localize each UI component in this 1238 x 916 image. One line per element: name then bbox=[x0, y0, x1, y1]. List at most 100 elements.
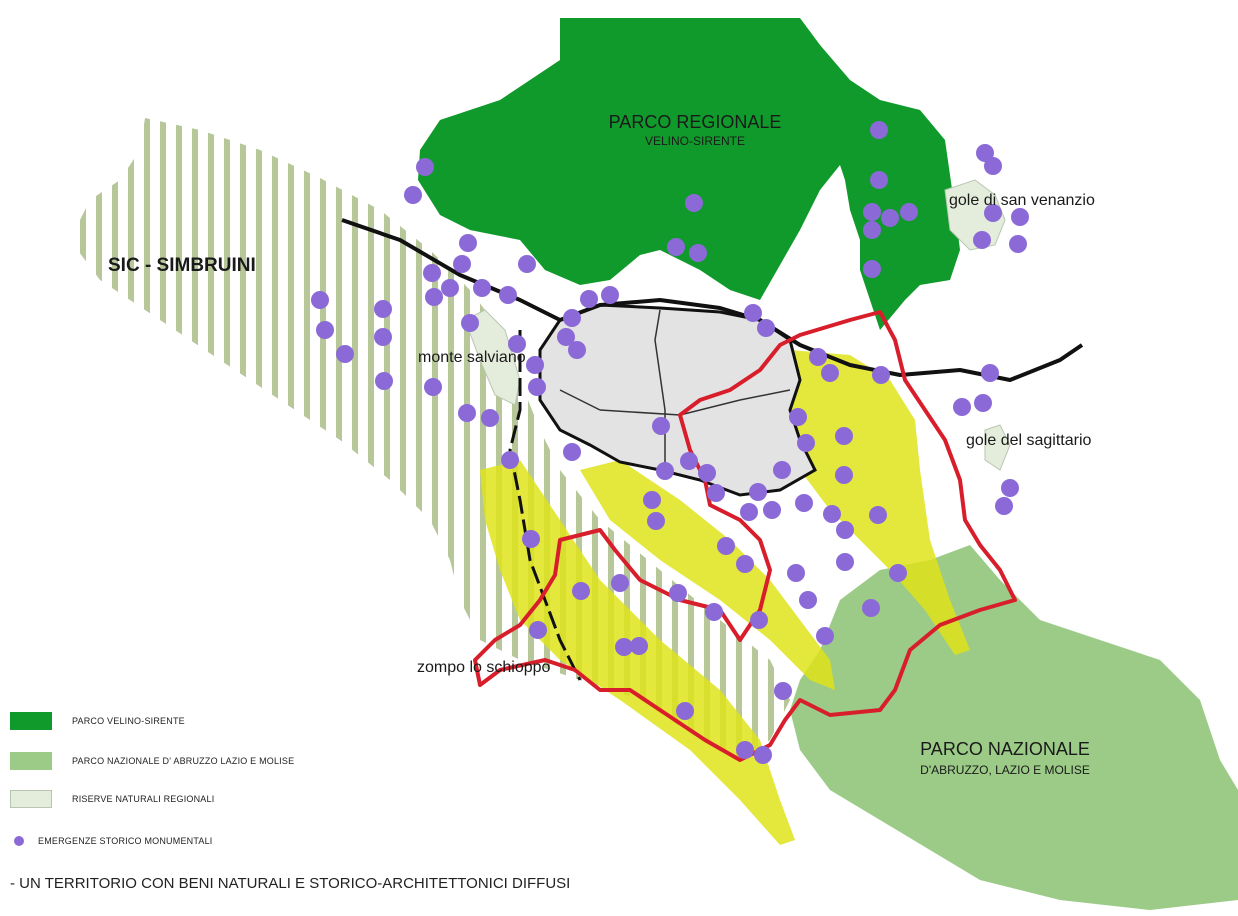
poi-dot bbox=[836, 553, 854, 571]
poi-dot bbox=[424, 378, 442, 396]
poi-dot bbox=[459, 234, 477, 252]
poi-dot bbox=[689, 244, 707, 262]
poi-dot bbox=[754, 746, 772, 764]
poi-dot bbox=[707, 484, 725, 502]
red-boundaries bbox=[473, 310, 1017, 762]
poi-dot bbox=[336, 345, 354, 363]
poi-dot bbox=[870, 121, 888, 139]
legend-label: EMERGENZE STORICO MONUMENTALI bbox=[38, 836, 213, 846]
poi-dot bbox=[750, 611, 768, 629]
poi-dot bbox=[1011, 208, 1029, 226]
poi-dot bbox=[572, 582, 590, 600]
yellow-zone-east bbox=[790, 350, 970, 655]
poi-dot bbox=[374, 328, 392, 346]
poi-dot bbox=[526, 356, 544, 374]
poi-dot bbox=[667, 238, 685, 256]
poi-dot bbox=[375, 372, 393, 390]
legend-swatch-reserve bbox=[10, 790, 52, 808]
poi-dot bbox=[973, 231, 991, 249]
label-zompo-lo-schioppo: zompo lo schioppo bbox=[417, 659, 551, 676]
poi-dot bbox=[615, 638, 633, 656]
poi-dot bbox=[981, 364, 999, 382]
poi-dot bbox=[508, 335, 526, 353]
poi-dot bbox=[863, 221, 881, 239]
riserva-monte-salviano bbox=[464, 309, 521, 406]
poi-dot bbox=[757, 319, 775, 337]
poi-dot bbox=[647, 512, 665, 530]
poi-dot bbox=[740, 503, 758, 521]
legend-swatch-dark-green bbox=[10, 712, 52, 730]
poi-dot bbox=[736, 741, 754, 759]
poi-dot bbox=[461, 314, 479, 332]
poi-dot bbox=[656, 462, 674, 480]
legend-label: PARCO VELINO-SIRENTE bbox=[72, 716, 185, 726]
poi-dot bbox=[568, 341, 586, 359]
poi-dot bbox=[823, 505, 841, 523]
dashed-road bbox=[508, 330, 582, 681]
poi-dot bbox=[501, 451, 519, 469]
poi-dot bbox=[557, 328, 575, 346]
poi-dot bbox=[563, 443, 581, 461]
urban-subdivisions bbox=[559, 309, 791, 470]
poi-dot bbox=[816, 627, 834, 645]
poi-dot bbox=[374, 300, 392, 318]
poi-dot bbox=[900, 203, 918, 221]
poi-dot bbox=[795, 494, 813, 512]
poi-dot bbox=[311, 291, 329, 309]
poi-dot bbox=[425, 288, 443, 306]
poi-dot bbox=[643, 491, 661, 509]
poi-dot bbox=[601, 286, 619, 304]
poi-dot bbox=[458, 404, 476, 422]
poi-dot bbox=[528, 378, 546, 396]
label-sic-simbruini: SIC - SIMBRUINI bbox=[108, 255, 256, 276]
poi-dot bbox=[872, 366, 890, 384]
label-monte-salviano: monte salviano bbox=[418, 349, 526, 366]
poi-dot bbox=[799, 591, 817, 609]
poi-dot bbox=[441, 279, 459, 297]
poi-dot bbox=[821, 364, 839, 382]
label-parco-regionale-sub: VELINO-SIRENTE bbox=[645, 134, 745, 148]
legend-item-emergenze: EMERGENZE STORICO MONUMENTALI bbox=[10, 836, 212, 846]
poi-dot bbox=[787, 564, 805, 582]
poi-dot bbox=[881, 209, 899, 227]
poi-dot bbox=[416, 158, 434, 176]
poi-dot bbox=[995, 497, 1013, 515]
map-caption: - UN TERRITORIO CON BENI NATURALI E STOR… bbox=[10, 875, 571, 892]
poi-dot bbox=[481, 409, 499, 427]
poi-dot bbox=[984, 204, 1002, 222]
legend-swatch-light-green bbox=[10, 752, 52, 770]
poi-dot bbox=[953, 398, 971, 416]
poi-dot bbox=[789, 408, 807, 426]
legend-swatch-dot-icon bbox=[14, 836, 24, 846]
poi-dot bbox=[1001, 479, 1019, 497]
poi-dot bbox=[862, 599, 880, 617]
label-parco-regionale-title: PARCO REGIONALE bbox=[609, 112, 782, 132]
parco-velino-sirente-area bbox=[418, 18, 960, 330]
poi-dot bbox=[423, 264, 441, 282]
poi-dot bbox=[652, 417, 670, 435]
poi-dot bbox=[473, 279, 491, 297]
poi-dot bbox=[518, 255, 536, 273]
poi-dot bbox=[698, 464, 716, 482]
legend-item-velino-sirente: PARCO VELINO-SIRENTE bbox=[10, 712, 185, 730]
poi-dot bbox=[809, 348, 827, 366]
urban-area bbox=[538, 303, 817, 497]
poi-dot bbox=[529, 621, 547, 639]
poi-dot bbox=[870, 171, 888, 189]
poi-dot bbox=[869, 506, 887, 524]
label-parco-nazionale-title: PARCO NAZIONALE bbox=[920, 739, 1090, 759]
poi-dot bbox=[499, 286, 517, 304]
poi-dot bbox=[705, 603, 723, 621]
legend-item-riserve: RISERVE NATURALI REGIONALI bbox=[10, 790, 214, 808]
poi-dot bbox=[736, 555, 754, 573]
poi-dot bbox=[835, 427, 853, 445]
poi-dot bbox=[974, 394, 992, 412]
poi-dot bbox=[404, 186, 422, 204]
poi-dot bbox=[976, 144, 994, 162]
poi-dot bbox=[749, 483, 767, 501]
riserva-sagittario bbox=[984, 424, 1011, 471]
poi-dot bbox=[611, 574, 629, 592]
poi-dot bbox=[630, 637, 648, 655]
poi-dot bbox=[744, 304, 762, 322]
